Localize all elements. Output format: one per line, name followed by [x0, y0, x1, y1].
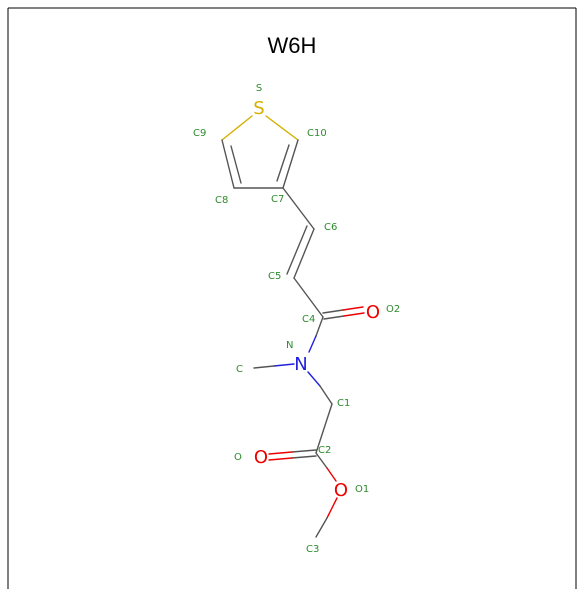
bond-n-c-b	[253, 365, 275, 369]
bond-c9-c8-inner	[230, 145, 242, 184]
bond-c4-n-b	[308, 335, 317, 353]
bond-c4-n-a	[315, 316, 324, 337]
bond-n-c1-b	[319, 385, 333, 405]
label-s: S	[256, 83, 262, 94]
bond-c1-c2	[315, 403, 333, 454]
atom-oxygen-o2: O	[366, 302, 380, 323]
label-c10: C10	[307, 128, 327, 139]
label-c7: C7	[271, 194, 284, 205]
label-c2: C2	[318, 445, 331, 456]
bond-c7-c10-inner	[276, 144, 290, 182]
label-o2: O2	[386, 304, 400, 315]
bond-o1-c3-a	[326, 497, 338, 519]
atom-nitrogen: N	[294, 354, 307, 375]
bond-s-c10	[265, 115, 299, 141]
bond-c4-o2-a2	[342, 306, 364, 311]
label-c4: C4	[302, 314, 315, 325]
bond-c2-o-b1	[291, 455, 317, 459]
label-c1: C1	[337, 398, 350, 409]
molecule-title: W6H	[268, 33, 317, 58]
label-o1: O1	[355, 484, 369, 495]
bond-c4-o2-b2	[343, 312, 365, 317]
bond-s-c9	[221, 115, 253, 141]
bond-n-c-a	[273, 363, 295, 367]
label-c3: C3	[306, 544, 319, 555]
label-n: N	[286, 340, 293, 351]
bonds	[221, 115, 365, 538]
label-c8: C8	[215, 195, 228, 206]
bond-c2-o-a1	[291, 449, 317, 453]
atom-oxygen-o1: O	[334, 480, 348, 501]
bond-c4-o2-a1	[322, 309, 344, 314]
bond-c9-c8	[221, 139, 235, 189]
bond-c7-c6	[282, 187, 315, 230]
bond-n-c1-a	[307, 371, 321, 387]
bond-c6-c5-double	[286, 225, 308, 275]
bond-c4-o2-b1	[323, 315, 345, 320]
label-c: C	[236, 364, 243, 375]
label-c6: C6	[324, 222, 337, 233]
label-c9: C9	[193, 128, 206, 139]
bond-c7-c10	[282, 139, 299, 189]
bond-c2-o1-b	[326, 467, 337, 482]
atom-oxygen-o: O	[254, 447, 268, 468]
bond-c2-o-b2	[268, 457, 293, 461]
atom-labels: S C10 C9 C8 C7 C6 C5 C4 O2 N C C1 C2 O O…	[193, 83, 400, 555]
bond-c2-o1-a	[315, 452, 328, 469]
label-o: O	[234, 452, 242, 463]
bond-c2-o-a2	[268, 451, 293, 455]
bond-c6-c5	[293, 228, 315, 279]
atom-sulfur: S	[253, 98, 264, 119]
bond-c5-c4	[293, 277, 324, 318]
bond-o1-c3-b	[315, 517, 328, 538]
label-c5: C5	[268, 271, 281, 282]
